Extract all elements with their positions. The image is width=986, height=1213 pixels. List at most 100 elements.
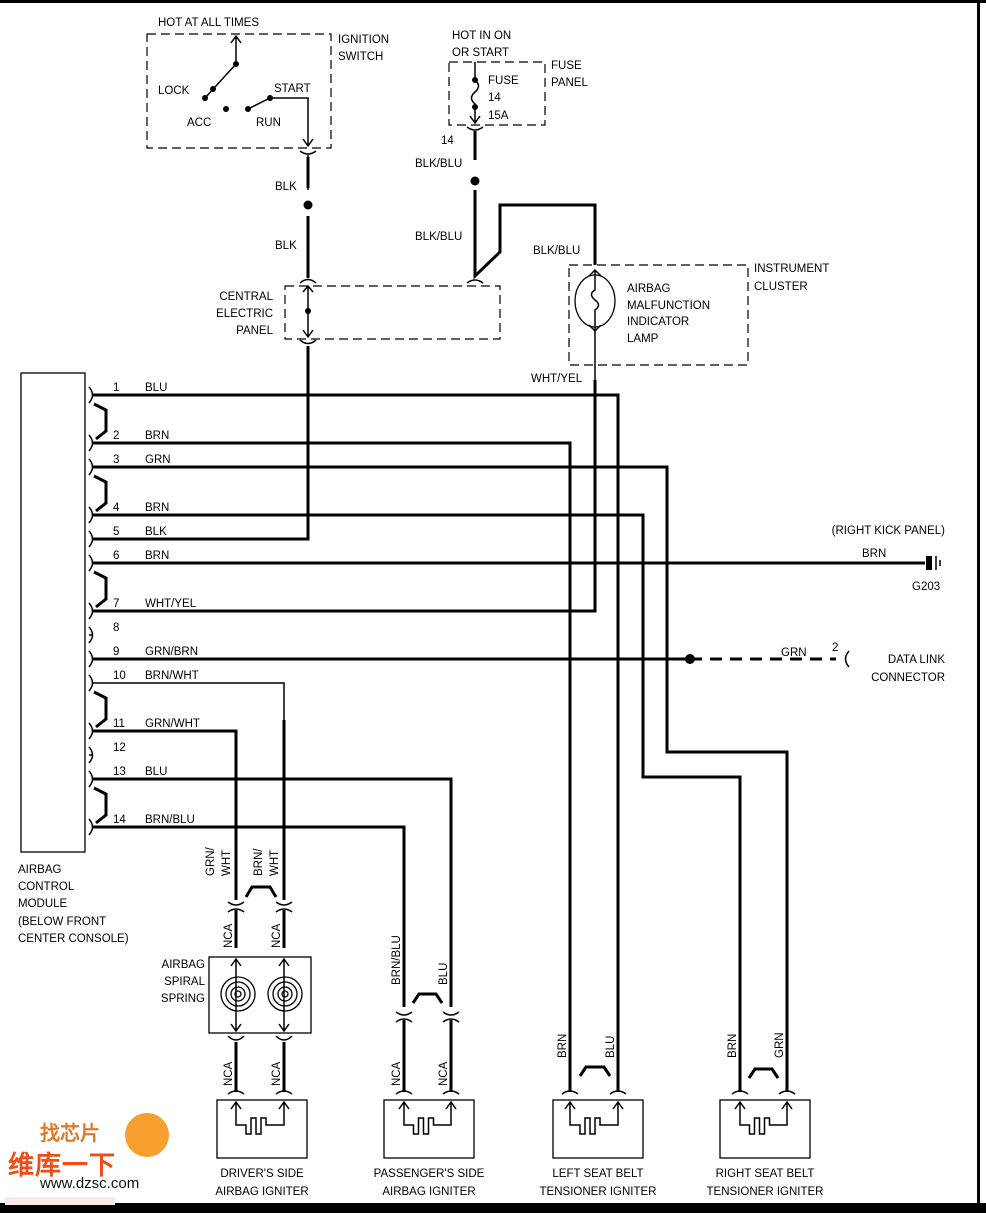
- frame-bottom: [0, 1203, 986, 1213]
- module-label: MODULE: [18, 898, 68, 910]
- fuse-panel-title: PANEL: [551, 77, 588, 89]
- watermark-strip: [5, 1197, 115, 1205]
- hot-in-on-label: HOT IN ON: [452, 30, 511, 42]
- frame-top: [0, 0, 986, 3]
- module-label: CONTROL: [18, 881, 75, 893]
- lamp-label: INDICATOR: [627, 316, 689, 328]
- wire-label-brn-wht: BRN/: [253, 848, 265, 876]
- wire-pin3-grn: [93, 465, 789, 1092]
- pin-connector-icon: [88, 386, 94, 404]
- run-label: RUN: [256, 117, 281, 129]
- pin-number: 11: [113, 718, 125, 730]
- igniter-label: TENSIONER IGNITER: [707, 1186, 824, 1198]
- shorting-bar-icon: [93, 690, 108, 729]
- wire-label-blk: BLK: [275, 181, 297, 193]
- pin-connector-icon: [88, 818, 94, 836]
- ignition-switch-title: IGNITION: [338, 34, 389, 46]
- wire-pin5-blk: [93, 346, 310, 541]
- splice-dot: [685, 654, 695, 664]
- watermark-text: 找芯片: [40, 1121, 100, 1145]
- wire-label-nca: NCA: [271, 1061, 283, 1086]
- pin-number: 4: [113, 502, 120, 514]
- wire-label-blk: BLK: [275, 240, 297, 252]
- spiral-spring-icon: [220, 976, 256, 1012]
- watermark-text: 维库一下: [8, 1151, 117, 1181]
- wire-label-grn-wht: GRN/: [205, 846, 217, 876]
- module-pin: 11 GRN/WHT: [88, 718, 200, 740]
- pin-number: 6: [113, 550, 119, 562]
- wire-label-brn-wht: WHT: [269, 850, 281, 876]
- wire-label-blk-blu: BLK/BLU: [415, 231, 462, 243]
- pin-number: 9: [113, 646, 119, 658]
- wire-label-brn-blu: BRN/BLU: [391, 935, 403, 985]
- spiral-spring-label: SPIRAL: [164, 976, 206, 988]
- wire-label-blu: BLU: [605, 1036, 617, 1058]
- wire-label-blk-blu: BLK/BLU: [415, 158, 462, 170]
- igniter-label: AIRBAG IGNITER: [215, 1186, 308, 1198]
- igniter-box: [216, 1099, 308, 1159]
- shorting-bar-icon: [93, 402, 108, 441]
- igniter-element-icon: [230, 1100, 290, 1135]
- airbag-control-module: AIRBAG CONTROL MODULE (BELOW FRONT CENTE…: [18, 372, 129, 945]
- wire-pin2-brn: [93, 441, 572, 1092]
- module-pin: 12: [88, 742, 126, 764]
- pin-number: 3: [113, 454, 119, 466]
- watermark-logo: 找芯片 维库一下 www.dzsc.com: [5, 1105, 175, 1205]
- fuse-panel-title: FUSE: [551, 60, 582, 72]
- instrument-cluster: INSTRUMENT CLUSTER AIRBAG MALFUNCTION IN…: [568, 263, 829, 366]
- igniter-box: [383, 1099, 475, 1159]
- pin-wire-color: BRN/BLU: [145, 814, 195, 826]
- wire-label-nca: NCA: [391, 1061, 403, 1086]
- wire-label-wht-yel: WHT/YEL: [531, 373, 583, 385]
- module-label: CENTER CONSOLE): [18, 933, 129, 945]
- shorting-bar-icon: [93, 570, 108, 609]
- spiral-spring-icon: [267, 976, 303, 1012]
- igniter-box: [719, 1099, 811, 1159]
- fuse-number: 14: [488, 92, 501, 104]
- wire-pin13-blu: [93, 777, 453, 1007]
- pin-connector-icon: [88, 650, 94, 668]
- igniter-element-icon: [398, 1100, 457, 1135]
- wire-label-brn: BRN: [557, 1034, 569, 1058]
- central-panel-label: ELECTRIC: [216, 308, 273, 320]
- module-label: AIRBAG: [18, 864, 62, 876]
- pin-wire-color: WHT/YEL: [145, 598, 197, 610]
- spiral-spring-box: [208, 956, 312, 1034]
- pin-connector-icon: [88, 770, 94, 788]
- igniter-label: LEFT SEAT BELT: [552, 1168, 643, 1180]
- ground-id-label: G203: [912, 581, 940, 593]
- wire-label-grn-wht: WHT: [221, 850, 233, 876]
- pin-number: 2: [113, 430, 119, 442]
- module-pin: 8: [88, 622, 119, 644]
- lock-label: LOCK: [158, 85, 190, 97]
- pin-number: 14: [113, 814, 126, 826]
- pin-connector-icon: [88, 674, 94, 692]
- shorting-bar-icon: [93, 786, 108, 825]
- splice-dot: [470, 176, 480, 186]
- dlc-pin-number: 2: [832, 642, 838, 654]
- pin-number: 12: [113, 742, 126, 754]
- splice-dot: [303, 200, 313, 210]
- igniter-element-icon: [564, 1100, 624, 1135]
- shorting-bar-icon: [93, 474, 108, 513]
- lamp-label: AIRBAG: [627, 283, 671, 295]
- pin-connector-icon: [88, 506, 94, 524]
- wire-label-nca: NCA: [438, 1061, 450, 1086]
- pin-wire-color: GRN/WHT: [145, 718, 200, 730]
- igniter-label: AIRBAG IGNITER: [382, 1186, 475, 1198]
- pin-connector-icon: [88, 554, 94, 572]
- fuse-rating: 15A: [488, 110, 509, 122]
- pin-wire-color: BRN: [145, 550, 169, 562]
- igniter-label: TENSIONER IGNITER: [540, 1186, 657, 1198]
- dlc-label: DATA LINK: [888, 654, 945, 666]
- igniter-box: [552, 1099, 644, 1159]
- wire-label-grn: GRN: [781, 647, 807, 659]
